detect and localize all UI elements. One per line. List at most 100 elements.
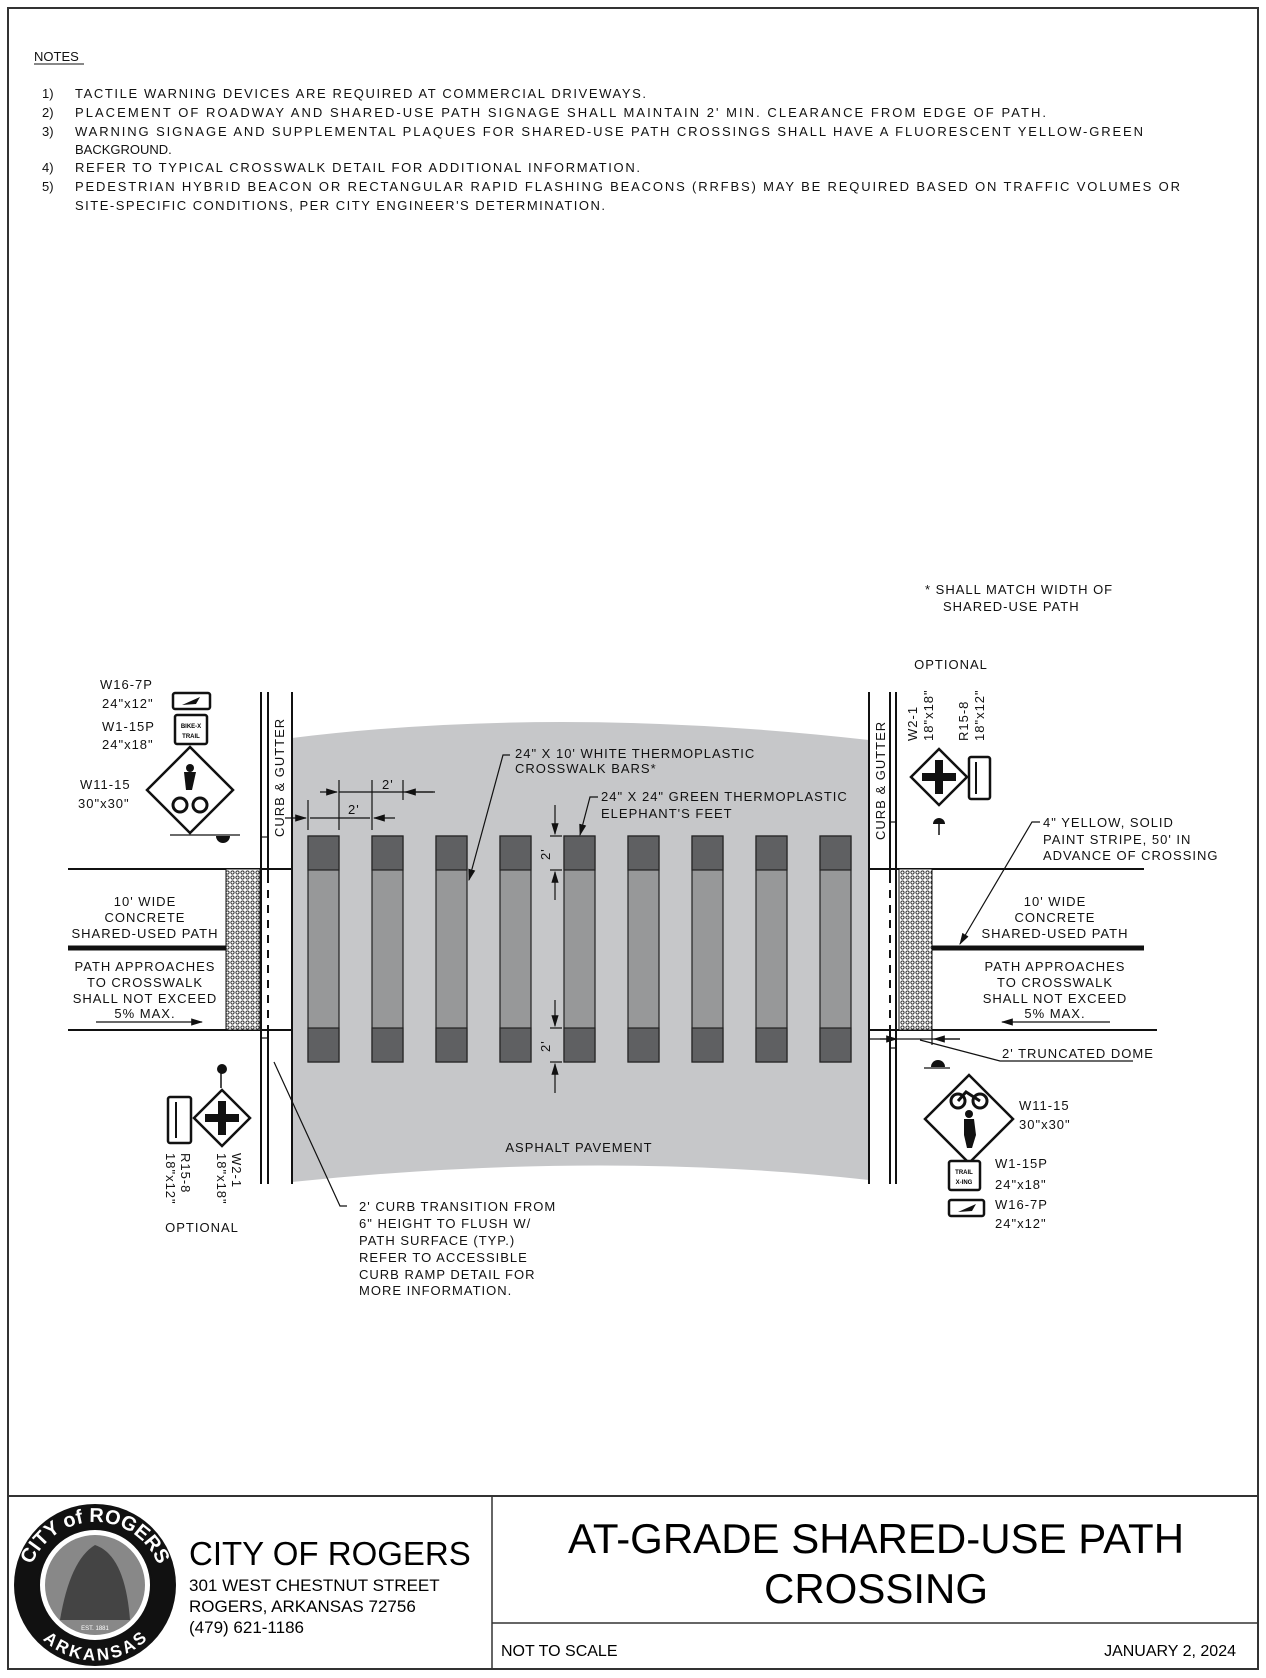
optional-label: OPTIONAL <box>165 1220 239 1235</box>
truncated-dome-left <box>225 868 261 1031</box>
dimension-label: 2' <box>348 802 360 817</box>
approach-label: TO CROSSWALK <box>997 975 1113 990</box>
note-text: SITE-SPECIFIC CONDITIONS, PER CITY ENGIN… <box>75 198 605 213</box>
curb-note-line: 6" HEIGHT TO FLUSH W/ <box>359 1216 531 1231</box>
org-name: CITY OF ROGERS <box>189 1535 471 1572</box>
crosswalk-bar <box>819 835 852 1063</box>
elephant-foot <box>307 835 340 871</box>
curb-note-line: 2' CURB TRANSITION FROM <box>359 1199 556 1214</box>
sign-size: 18"x12" <box>163 1153 178 1205</box>
curb-right <box>868 692 897 1184</box>
feet-callout: ELEPHANT'S FEET <box>601 806 733 821</box>
feet-callout: 24" X 24" GREEN THERMOPLASTIC <box>601 789 848 804</box>
crosswalk-bar <box>307 835 340 1063</box>
approach-label: PATH APPROACHES <box>985 959 1126 974</box>
date-label: JANUARY 2, 2024 <box>1104 1643 1236 1660</box>
curb-note-line: REFER TO ACCESSIBLE <box>359 1250 528 1265</box>
path-label: 10' WIDE <box>114 894 177 909</box>
drawing-title: CROSSING <box>764 1565 988 1612</box>
truncated-dome-callout: 2' TRUNCATED DOME <box>1002 1046 1154 1061</box>
plaque-icon <box>173 713 209 746</box>
note-number: 1) <box>42 86 54 101</box>
two-way-traffic-plaque-icon <box>166 1095 193 1145</box>
approach-label: SHALL NOT EXCEED <box>983 991 1128 1006</box>
note-text: REFER TO TYPICAL CROSSWALK DETAIL FOR AD… <box>75 160 640 175</box>
elephant-foot <box>627 1027 660 1063</box>
note-text: TACTILE WARNING DEVICES ARE REQUIRED AT … <box>75 86 646 101</box>
note-text: PEDESTRIAN HYBRID BEACON OR RECTANGULAR … <box>75 179 1180 194</box>
note-text: BACKGROUND. <box>75 142 172 157</box>
curb-note-line: CURB RAMP DETAIL FOR <box>359 1267 536 1282</box>
stripe-callout: PAINT STRIPE, 50' IN <box>1043 832 1191 847</box>
title-block: CITY of ROGERS ARKANSAS EST. 1881 CITY O… <box>8 1495 1258 1669</box>
stripe-callout: 4" YELLOW, SOLID <box>1043 815 1174 830</box>
sign-code: R15-8 <box>956 701 971 741</box>
elephant-foot <box>499 835 532 871</box>
curb-transition-note: 2' CURB TRANSITION FROM 6" HEIGHT TO FLU… <box>359 1199 556 1298</box>
shared-use-path-right <box>869 868 1157 1031</box>
address-line: (479) 621-1186 <box>189 1618 304 1637</box>
sign-size: 24"x18" <box>995 1177 1047 1192</box>
sign-assembly-right: W11-15 30"x30" TRAIL X-ING W1-15P 24"x18… <box>923 1060 1071 1231</box>
elephant-foot <box>563 835 596 871</box>
shared-use-path-left <box>68 868 292 1031</box>
crosswalk-bar <box>755 835 788 1063</box>
sign-post-icon <box>216 836 230 843</box>
asphalt-label: ASPHALT PAVEMENT <box>505 1140 652 1155</box>
crosswalk-bar <box>627 835 660 1063</box>
sign-post-icon <box>931 1060 945 1067</box>
dimension-label: 2' <box>538 848 553 860</box>
bars-callout: CROSSWALK BARS* <box>515 761 657 776</box>
note-number: 3) <box>42 124 54 139</box>
note-number: 5) <box>42 179 54 194</box>
path-label: CONCRETE <box>105 910 186 925</box>
sign-assembly-left-optional: W2-1 18"x18" R15-8 18"x12" OPTIONAL <box>163 1064 252 1235</box>
footnote-line: * SHALL MATCH WIDTH OF <box>925 582 1113 597</box>
sign-code: W16-7P <box>100 677 153 692</box>
curb-note-line: MORE INFORMATION. <box>359 1283 512 1298</box>
crosswalk-bar <box>499 835 532 1063</box>
sign-size: 18"x18" <box>214 1153 229 1205</box>
sign-assembly-left: W16-7P 24"x12" W1-15P 24"x18" BIKE-X TRA… <box>78 677 240 843</box>
sign-post-icon <box>933 818 945 824</box>
bar-spacing-dimension: 2' 2' <box>285 777 435 830</box>
elephant-foot <box>627 835 660 871</box>
elephant-foot <box>307 1027 340 1063</box>
path-label: SHARED-USED PATH <box>982 926 1129 941</box>
elephant-foot <box>563 1027 596 1063</box>
approach-label: 5% MAX. <box>114 1006 175 1021</box>
feet-dimension: 2' 2' <box>538 805 562 1093</box>
sign-size: 30"x30" <box>1019 1117 1071 1132</box>
sign-code: W1-15P <box>995 1156 1048 1171</box>
plaque-text: TRAIL <box>182 734 200 740</box>
dome-dimension: 2' TRUNCATED DOME <box>869 1030 1154 1062</box>
dimension-label: 2' <box>538 1040 553 1052</box>
curb-note-line: PATH SURFACE (TYP.) <box>359 1233 515 1248</box>
sign-assembly-right-optional: OPTIONAL W2-1 18"x18" R15-8 18"x12" <box>905 657 992 835</box>
address-line: ROGERS, ARKANSAS 72756 <box>189 1597 416 1616</box>
city-seal-logo: CITY of ROGERS ARKANSAS EST. 1881 <box>14 1504 176 1666</box>
approach-label: 5% MAX. <box>1024 1006 1085 1021</box>
approach-label: TO CROSSWALK <box>87 975 203 990</box>
sign-code: W2-1 <box>905 706 920 741</box>
footnote-line: SHARED-USE PATH <box>943 599 1080 614</box>
seal-text: EST. 1881 <box>81 1626 109 1632</box>
approach-label: PATH APPROACHES <box>75 959 216 974</box>
approach-label: SHALL NOT EXCEED <box>73 991 218 1006</box>
optional-label: OPTIONAL <box>914 657 988 672</box>
sign-size: 24"x12" <box>995 1216 1047 1231</box>
plaque-text: BIKE-X <box>181 724 201 730</box>
note-number: 4) <box>42 160 54 175</box>
sign-size: 24"x18" <box>102 737 154 752</box>
sign-code: W16-7P <box>995 1197 1048 1212</box>
path-label: SHARED-USED PATH <box>72 926 219 941</box>
plaque-icon <box>947 1159 982 1192</box>
elephant-foot <box>755 1027 788 1063</box>
elephant-foot <box>819 835 852 871</box>
sign-code: W11-15 <box>1019 1098 1070 1113</box>
drawing-title: AT-GRADE SHARED-USE PATH <box>568 1515 1184 1562</box>
elephant-foot <box>371 835 404 871</box>
sign-code: W11-15 <box>80 777 131 792</box>
sign-post-icon <box>217 1064 227 1074</box>
